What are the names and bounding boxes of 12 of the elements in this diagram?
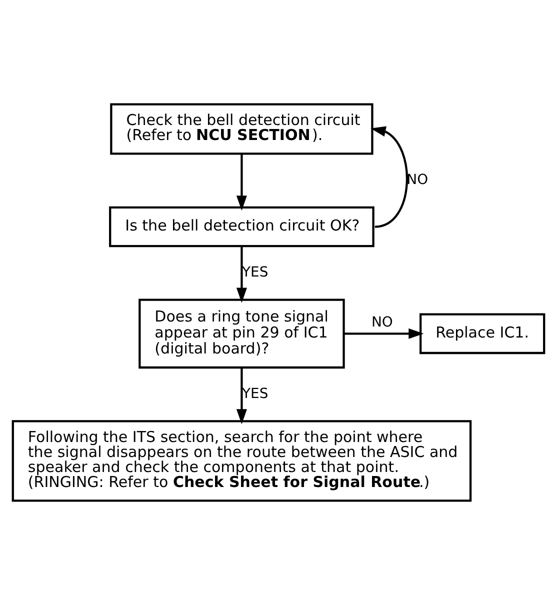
node-box: Is the bell detection circuit OK? bbox=[109, 206, 374, 247]
arrow bbox=[236, 153, 247, 210]
node-box: Does a ring tone signal appear at pin 29 of IC1 (digital board)? bbox=[138, 298, 345, 368]
node-box: Following the ITS section, search for the point where the signal disappears on the route between the ASIC and speaker and check the components at that point. (RINGING: Refer to Check Sheet for Signal Route.) bbox=[12, 420, 472, 502]
arrow bbox=[370, 126, 408, 228]
edge-label: NO bbox=[371, 314, 393, 330]
node-box: Check the bell detection circuit (Refer to NCU SECTION). bbox=[110, 102, 374, 154]
edge-label: NO bbox=[406, 172, 428, 188]
arrow bbox=[236, 367, 247, 424]
arrow bbox=[236, 246, 247, 302]
node-box: Replace IC1. bbox=[420, 312, 546, 354]
arrow bbox=[344, 328, 424, 338]
